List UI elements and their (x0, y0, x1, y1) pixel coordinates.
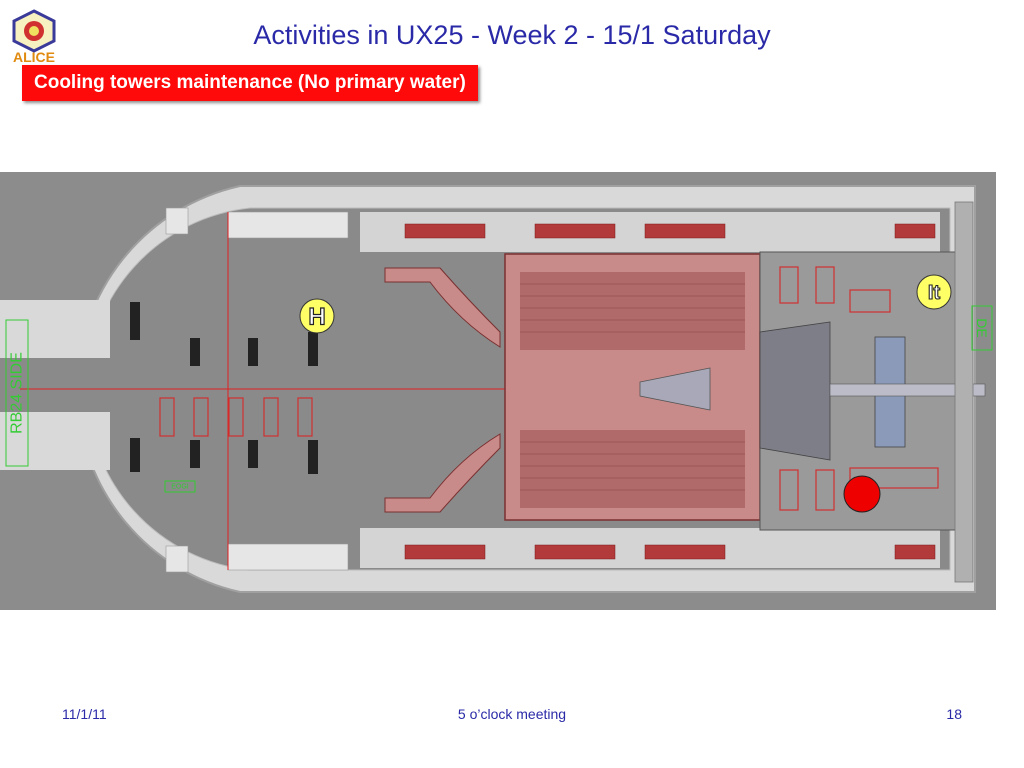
page-number: 18 (946, 706, 962, 722)
magnet-upper-coil (520, 272, 745, 350)
marker-h-label: H (308, 304, 325, 331)
beam-pipe (829, 383, 986, 397)
page-title: Activities in UX25 - Week 2 - 15/1 Satur… (253, 20, 771, 50)
ux25-floor-plan: RB24 SIDE DE EOGI H It (0, 172, 996, 610)
rack-rows (404, 223, 936, 560)
left-blocks (130, 302, 318, 474)
magnet-stripes (520, 283, 745, 491)
red-dot-marker (843, 475, 881, 513)
footer-meeting: 5 o’clock meeting (457, 706, 567, 722)
stairs (165, 207, 349, 573)
right-side-label: DE (974, 318, 990, 337)
eogi-label: EOGI (171, 484, 189, 491)
side-label-left: RB24 SIDE (5, 319, 29, 467)
alice-logo: ALICE (12, 9, 56, 64)
rail-upper (384, 267, 501, 348)
marker-it: It (916, 274, 952, 310)
dipole-magnet (759, 321, 831, 461)
corridor-upper (0, 300, 110, 358)
footer-date: 11/1/11 (62, 706, 107, 722)
corridor-lower (0, 412, 110, 470)
marker-it-label: It (928, 282, 941, 304)
logo-text: ALICE (13, 49, 55, 64)
corridor-center (0, 358, 110, 412)
rb24-side-label: RB24 SIDE (9, 352, 26, 434)
rail-lower (384, 433, 501, 513)
muon-frames (779, 266, 939, 511)
magnet-lower-coil (520, 430, 745, 508)
right-wall (954, 201, 974, 583)
side-label-right: DE (971, 305, 993, 351)
status-banner: Cooling towers maintenance (No primary w… (22, 65, 478, 101)
small-equipment-label: EOGI (164, 480, 196, 493)
absorber-cone (639, 367, 711, 411)
left-frames (159, 397, 313, 437)
marker-h: H (299, 298, 335, 334)
